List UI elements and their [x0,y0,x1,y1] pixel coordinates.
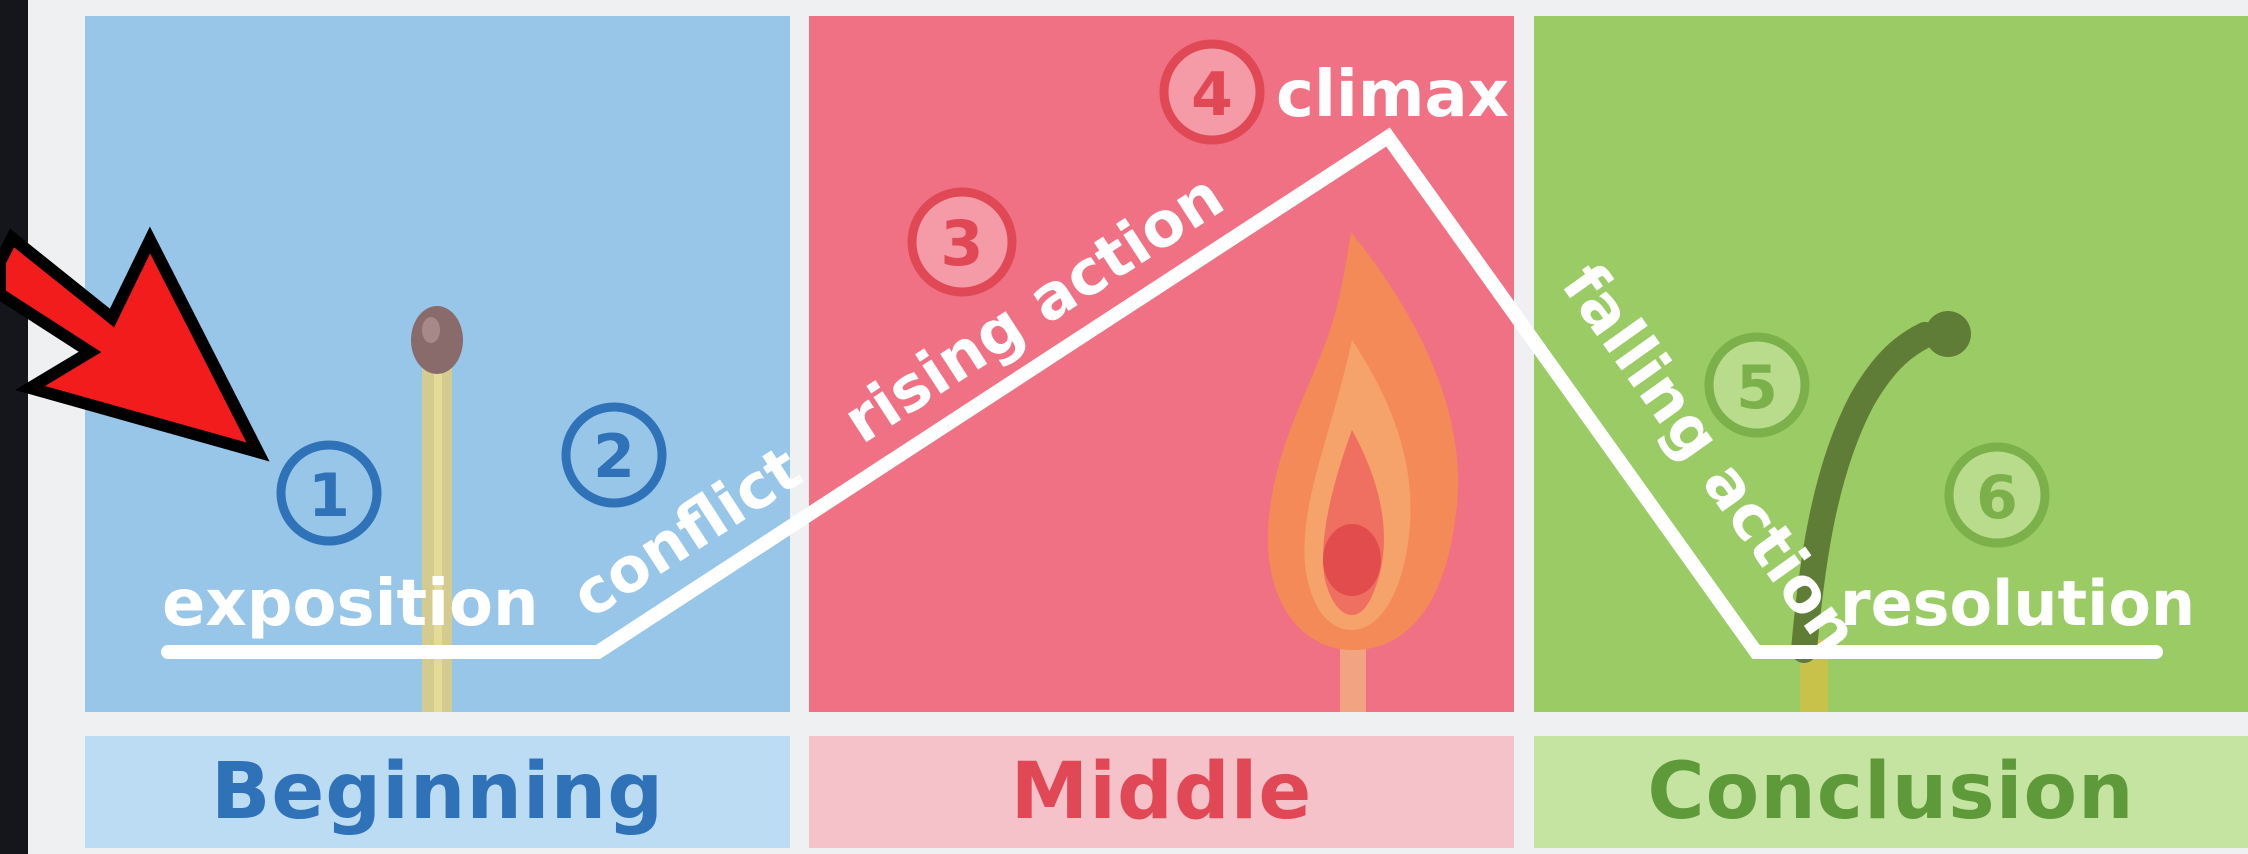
step-1-marker: 1 [276,440,382,546]
burning-match-icon [1267,232,1459,712]
step-5-number: 5 [1736,353,1778,423]
step-2-number: 2 [593,422,635,492]
left-edge-bar [0,0,28,854]
step-6-label: resolution [1840,567,2195,640]
step-3-marker: 3 [907,187,1017,297]
step-2-marker: 2 [561,402,667,508]
step-3-label: rising action [830,159,1236,458]
middle-label: Middle [809,736,1514,848]
step-6-number: 6 [1976,463,2018,533]
beginning-label: Beginning [85,736,790,848]
step-4-label: climax [1276,58,1509,132]
step-5-marker: 5 [1704,332,1810,438]
red-pointer-arrow-icon [0,226,270,462]
plot-line [161,127,2163,659]
conclusion-label: Conclusion [1534,736,2248,848]
step-1-number: 1 [308,461,350,531]
step-6-marker: 6 [1944,442,2050,548]
step-1-label: exposition [162,567,539,641]
step-4-marker: 4 [1159,39,1265,145]
step-4-number: 4 [1191,60,1233,130]
step-3-number: 3 [940,207,983,280]
